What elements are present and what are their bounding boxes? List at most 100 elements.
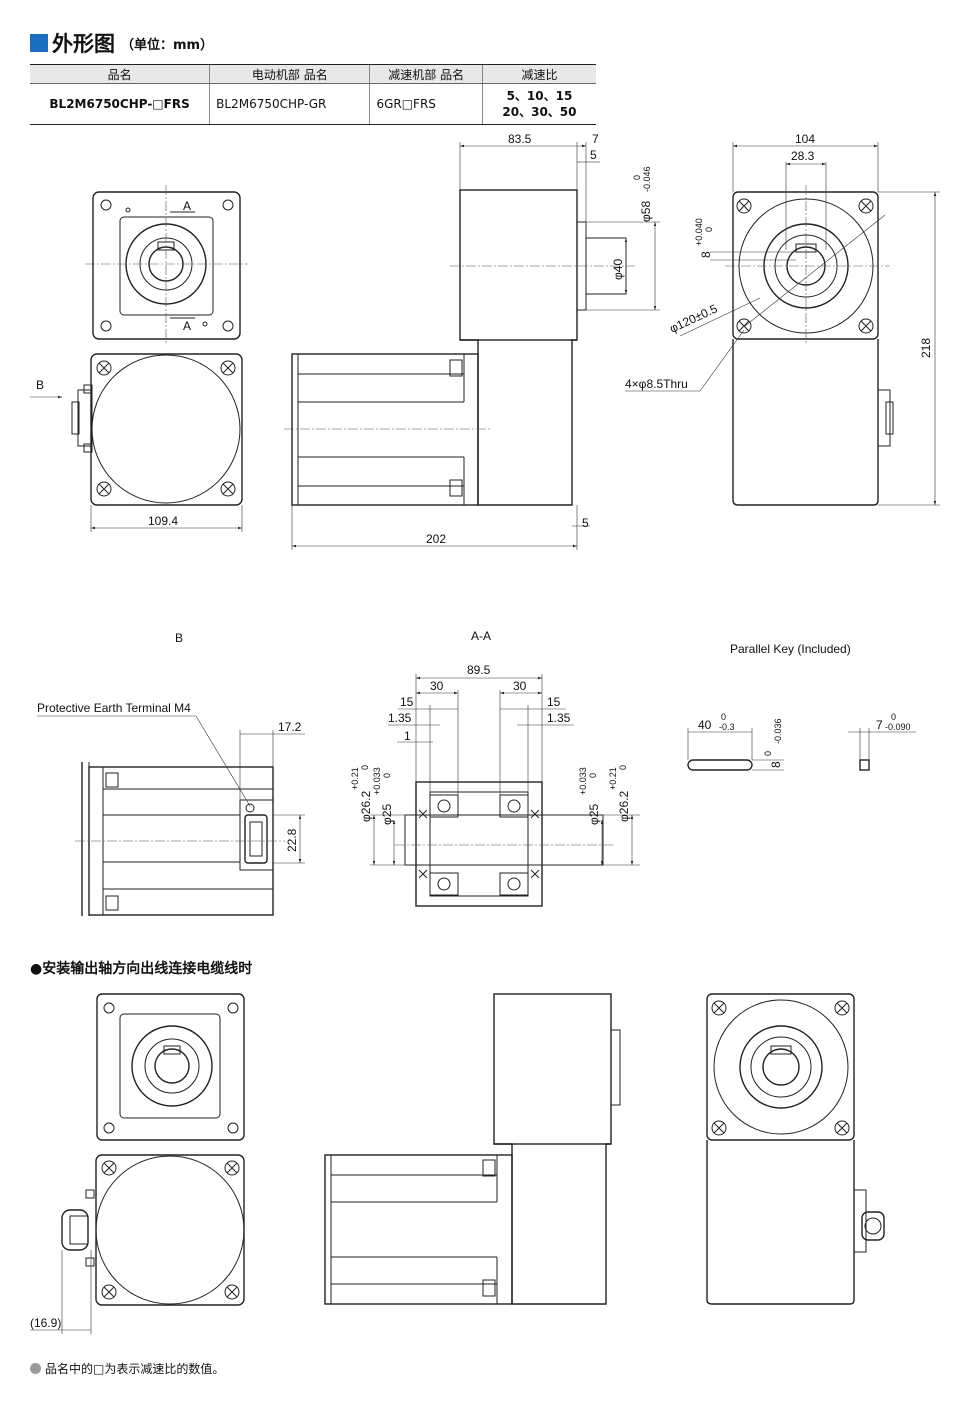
mount-hole <box>220 481 236 497</box>
dim-89-5: 89.5 <box>467 663 491 677</box>
dim-phi25-right-tol-lower: 0 <box>588 773 598 778</box>
mount-hole <box>858 198 874 214</box>
install-front-view: (16.9) <box>30 993 245 1334</box>
pe-terminal-box <box>239 799 274 871</box>
bearing <box>499 794 529 818</box>
dim-1: 1 <box>404 729 411 743</box>
view-aa: A-A 89.5 30 30 15 15 1.35 1.35 <box>350 629 640 907</box>
small-hole <box>202 321 208 327</box>
spec-table: 品名 电动机部 品名 减速机部 品名 减速比 BL2M6750CHP-□FRS … <box>30 64 596 125</box>
dim-8-tol-lower: 0 <box>704 227 714 232</box>
dim-15-right: 15 <box>547 695 561 709</box>
spec-header-row: 品名 电动机部 品名 减速机部 品名 减速比 <box>30 64 596 84</box>
dim-17-2: 17.2 <box>278 720 302 734</box>
install-rear-view <box>706 993 885 1305</box>
page-title: 外形图 <box>52 32 115 56</box>
dim-holes: 4×φ8.5Thru <box>625 377 688 391</box>
bearing <box>429 794 459 818</box>
mount-hole <box>96 481 112 497</box>
pe-screw <box>245 803 255 813</box>
dim-phi26-2-right-tol-lower: 0 <box>618 765 628 770</box>
dim-phi58: φ58 <box>639 201 653 222</box>
dim-104: 104 <box>795 132 815 146</box>
side-view: 83.5 7 5 φ58 0 -0.046 φ40 202 5 <box>284 132 660 550</box>
dim-phi58-tol-upper: 0 <box>632 175 642 180</box>
mount-hole <box>96 360 112 376</box>
dim-83-5: 83.5 <box>508 132 532 146</box>
view-b-label: B <box>175 631 183 645</box>
col-gear: 减速机部 品名 <box>369 64 483 84</box>
rear-view: 104 28.3 218 8 +0.040 0 φ120±0.5 4×φ8.5T… <box>625 132 940 506</box>
gearhead-side <box>459 189 578 341</box>
key-width-tol-lower: -0.090 <box>885 722 911 732</box>
col-motor: 电动机部 品名 <box>209 64 370 84</box>
screw-hole <box>100 320 112 332</box>
ratio-line-1: 5、10、15 <box>506 89 573 103</box>
mount-hole <box>736 318 752 334</box>
cell-motor: BL2M6750CHP-GR <box>209 83 370 125</box>
section-a-bottom-label: A <box>183 319 191 333</box>
gearhead-flange <box>92 191 241 340</box>
footnote-text: 品名中的□为表示减速比的数值。 <box>45 1362 225 1376</box>
pe-terminal-label: Protective Earth Terminal M4 <box>37 701 191 715</box>
mount-hole <box>736 198 752 214</box>
unit-label: （单位：mm） <box>121 37 214 53</box>
front-view: A A B 109.4 <box>30 185 248 532</box>
section-a-top-label: A <box>183 199 191 213</box>
screw-hole <box>222 320 234 332</box>
dim-218: 218 <box>919 338 933 358</box>
key-length-tol-upper: 0 <box>721 712 726 722</box>
motor-side <box>291 353 479 506</box>
dim-phi25-right-tol-upper: +0.033 <box>578 767 588 795</box>
mount-hole <box>858 318 874 334</box>
dim-phi25-left: φ25 <box>380 804 394 825</box>
motor-body-front <box>90 353 243 506</box>
parallel-key: Parallel Key (Included) 40 0 -0.3 8 0 -0… <box>687 642 916 771</box>
section-housing <box>415 781 543 907</box>
dim-phi26-2-right: φ26.2 <box>617 791 631 822</box>
bearing <box>499 872 529 896</box>
footnote-bullet-icon <box>30 1363 41 1374</box>
dim-109-4: 109.4 <box>148 514 178 528</box>
col-product: 品名 <box>30 64 210 84</box>
dim-30-left: 30 <box>430 679 444 693</box>
dim-phi40: φ40 <box>611 259 625 280</box>
dim-28-3: 28.3 <box>791 149 815 163</box>
view-aa-label: A-A <box>471 629 491 643</box>
bearing <box>429 872 459 896</box>
key-width: 7 <box>876 718 883 732</box>
small-hole <box>125 207 131 213</box>
key-height-tol-lower: -0.036 <box>773 718 783 744</box>
connector <box>77 389 93 447</box>
dim-15-left: 15 <box>400 695 414 709</box>
dim-7: 7 <box>592 132 599 146</box>
cell-product: BL2M6750CHP-□FRS <box>30 83 210 125</box>
dim-5-bottom: 5 <box>582 516 589 530</box>
mount-hole <box>220 360 236 376</box>
dim-phi26-2-right-tol-upper: +0.21 <box>608 767 618 790</box>
key-width-tol-upper: 0 <box>891 712 896 722</box>
view-b: B Protective Earth Terminal M4 17.2 22.8 <box>37 631 305 916</box>
col-ratio: 减速比 <box>481 64 596 84</box>
dim-phi26-2-tol-lower: 0 <box>360 765 370 770</box>
dim-1-35-right: 1.35 <box>547 711 571 725</box>
dim-phi26-2-tol-upper: +0.21 <box>350 767 360 790</box>
dim-5-top: 5 <box>590 148 597 162</box>
gearhead-rear <box>732 191 879 340</box>
view-b-arrow-label: B <box>36 378 44 392</box>
key-height: 8 <box>769 761 783 768</box>
gearhead-recess <box>119 216 214 316</box>
dim-phi25-tol-lower: 0 <box>382 773 392 778</box>
hollow-shaft <box>404 814 604 866</box>
dim-8-tol-upper: +0.040 <box>694 218 704 246</box>
pe-connector <box>244 814 268 864</box>
footnote: 品名中的□为表示减速比的数值。 <box>30 1360 224 1377</box>
title-marker <box>30 34 48 52</box>
key-length-tol-lower: -0.3 <box>719 722 735 732</box>
dim-phi58-tol-lower: -0.046 <box>642 166 652 192</box>
dim-16-9: (16.9) <box>30 1316 61 1330</box>
install-section-title: ●安装输出轴方向出线连接电缆线时 <box>30 961 253 977</box>
key-end <box>859 759 870 771</box>
dim-8: 8 <box>699 251 713 258</box>
